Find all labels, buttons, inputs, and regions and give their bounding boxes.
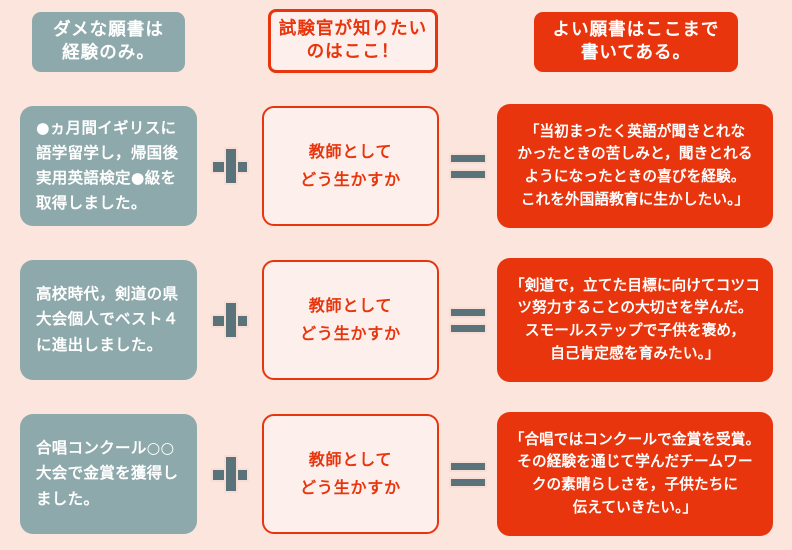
examiner-wants-header: 試験官が知りたい のはここ！ <box>268 9 438 73</box>
plus-icon <box>210 455 249 493</box>
question-line: どう生かすか <box>300 324 401 343</box>
equals-icon-bar-top <box>449 153 487 164</box>
experience-line: 大会で金賞を獲得し <box>36 464 179 483</box>
header-line: のはここ！ <box>306 42 400 62</box>
plus-operator <box>197 104 262 228</box>
answer-line: ツ努力することの大切さを学んだ。 <box>517 299 753 317</box>
experience-line: 取得しました。 <box>36 194 147 213</box>
header-line: 試験官が知りたい <box>278 18 428 39</box>
plus-icon-bar-vertical <box>223 301 238 339</box>
equals-icon-bar-bottom <box>449 477 487 488</box>
header-line: よい願書はここまで <box>552 19 720 40</box>
question-line: どう生かすか <box>300 170 401 189</box>
header-line: 書いてある。 <box>580 43 692 63</box>
plus-operator <box>197 258 262 382</box>
answer-line: スモールステップで子供を褒め， <box>524 322 746 339</box>
examiner-wants-header-text: 試験官が知りたい のはここ！ <box>279 18 427 64</box>
experience-line: 高校時代，剣道の県 <box>36 285 179 304</box>
equals-operator <box>439 412 497 536</box>
question-box: 教師として どう生かすか <box>262 106 439 226</box>
equals-icon-bar-top <box>449 307 487 318</box>
bad-application-header-text: ダメな願書は 経験のみ。 <box>53 19 164 65</box>
bad-application-header: ダメな願書は 経験のみ。 <box>32 12 185 72</box>
experience-line: ●ヵ月間イギリスに <box>36 118 177 137</box>
equals-icon <box>449 151 487 181</box>
experience-text: 高校時代，剣道の県 大会個人でベスト４ に進出しました。 <box>36 282 179 357</box>
answer-line: かったときの苦しみと，聞きとれる <box>517 145 753 163</box>
experience-line: に進出しました。 <box>36 335 163 354</box>
equals-icon-bar-top <box>449 461 487 472</box>
equation-row: 高校時代，剣道の県 大会個人でベスト４ に進出しました。 教師として どう生かす… <box>0 258 792 383</box>
question-line: 教師として <box>308 296 393 315</box>
question-line: どう生かすか <box>300 478 401 497</box>
question-text: 教師として どう生かすか <box>300 138 401 194</box>
answer-line: 伝えていきたい。」 <box>572 498 698 516</box>
question-box: 教師として どう生かすか <box>262 260 439 380</box>
answer-line: その経験を通じて学んだチームワー <box>517 453 753 471</box>
equals-operator <box>439 258 497 382</box>
answer-line: 「剣道で，立てた目標に向けてコツコ <box>510 276 760 294</box>
header-band: ダメな願書は 経験のみ。 試験官が知りたい のはここ！ よい願書はここまで 書い… <box>0 0 792 88</box>
experience-line: 語学留学し，帰国後 <box>36 143 179 162</box>
equals-icon <box>449 459 487 489</box>
equation-row: ●ヵ月間イギリスに 語学留学し，帰国後 実用英語検定●級を 取得しました。 教師… <box>0 104 792 229</box>
answer-line: これを外国語教育に生かしたい。」 <box>520 190 750 208</box>
equals-operator <box>439 104 497 228</box>
plus-icon <box>210 301 249 339</box>
equals-icon-bar-bottom <box>449 323 487 334</box>
experience-line: 大会個人でベスト４ <box>36 310 179 329</box>
answer-box: 「剣道で，立てた目標に向けてコツコ ツ努力することの大切さを学んだ。 スモールス… <box>497 258 773 382</box>
experience-line: 合唱コンクール○○ <box>36 439 175 458</box>
plus-icon <box>210 147 249 185</box>
experience-box: ●ヵ月間イギリスに 語学留学し，帰国後 実用英語検定●級を 取得しました。 <box>20 106 197 226</box>
good-application-header-text: よい願書はここまで 書いてある。 <box>553 19 720 65</box>
experience-line: 実用英語検定●級を <box>36 169 177 187</box>
equation-row: 合唱コンクール○○ 大会で金賞を獲得し ました。 教師として どう生かすか 「合… <box>0 412 792 537</box>
answer-box: 「当初まったく英語が聞きとれな かったときの苦しみと，聞きとれる ようになったと… <box>497 104 773 228</box>
header-line: 経験のみ。 <box>62 43 155 63</box>
equals-icon-bar-bottom <box>449 169 487 180</box>
plus-icon-bar-vertical <box>223 147 238 185</box>
equals-icon <box>449 305 487 335</box>
answer-box: 「合唱ではコンクールで金賞を受賞。 その経験を通じて学んだチームワー クの素晴ら… <box>497 412 773 536</box>
header-line: ダメな願書は <box>53 19 164 40</box>
answer-line: クの素晴らしさを，子供たちに <box>531 476 739 493</box>
question-text: 教師として どう生かすか <box>300 292 401 348</box>
experience-line: ました。 <box>36 489 100 508</box>
answer-text: 「当初まったく英語が聞きとれな かったときの苦しみと，聞きとれる ようになったと… <box>517 121 752 211</box>
answer-line: ようになったときの喜びを経験。 <box>524 168 746 185</box>
plus-operator <box>197 412 262 536</box>
experience-text: ●ヵ月間イギリスに 語学留学し，帰国後 実用英語検定●級を 取得しました。 <box>36 116 178 216</box>
question-line: 教師として <box>308 142 393 161</box>
plus-icon-bar-vertical <box>223 455 238 493</box>
answer-line: 自己肯定感を育みたい。」 <box>550 344 720 362</box>
answer-text: 「剣道で，立てた目標に向けてコツコ ツ努力することの大切さを学んだ。 スモールス… <box>510 275 760 365</box>
question-line: 教師として <box>308 450 393 469</box>
answer-line: 「当初まったく英語が聞きとれな <box>524 122 746 140</box>
experience-text: 合唱コンクール○○ 大会で金賞を獲得し ました。 <box>36 436 178 511</box>
experience-box: 高校時代，剣道の県 大会個人でベスト４ に進出しました。 <box>20 260 197 380</box>
question-text: 教師として どう生かすか <box>300 446 401 502</box>
answer-text: 「合唱ではコンクールで金賞を受賞。 その経験を通じて学んだチームワー クの素晴ら… <box>510 429 761 519</box>
answer-line: 「合唱ではコンクールで金賞を受賞。 <box>509 430 761 448</box>
good-application-header: よい願書はここまで 書いてある。 <box>534 12 738 72</box>
experience-box: 合唱コンクール○○ 大会で金賞を獲得し ました。 <box>20 414 197 534</box>
question-box: 教師として どう生かすか <box>262 414 439 534</box>
